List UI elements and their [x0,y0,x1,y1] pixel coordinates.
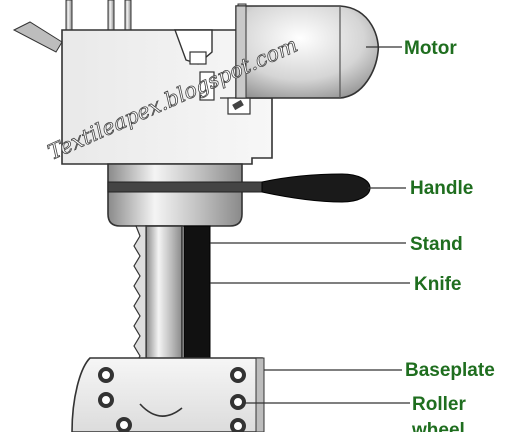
baseplate [71,357,265,432]
label-stand: Stand [410,234,463,255]
motor [235,5,380,99]
handle-grip [261,173,371,203]
label-roller-line2: wheel [411,420,465,432]
label-roller-line1: Roller [412,394,466,415]
lever-slot-icon [227,97,251,115]
part-labels: Motor Handle Stand Knife Baseplate Rolle… [404,38,495,432]
handle-collar [107,163,269,227]
label-knife: Knife [414,274,462,295]
label-baseplate: Baseplate [405,360,495,381]
roller-wheels [98,367,246,432]
leader-lines [210,46,410,404]
label-handle: Handle [410,178,473,199]
machine-housing [61,3,273,165]
label-motor: Motor [404,38,457,59]
